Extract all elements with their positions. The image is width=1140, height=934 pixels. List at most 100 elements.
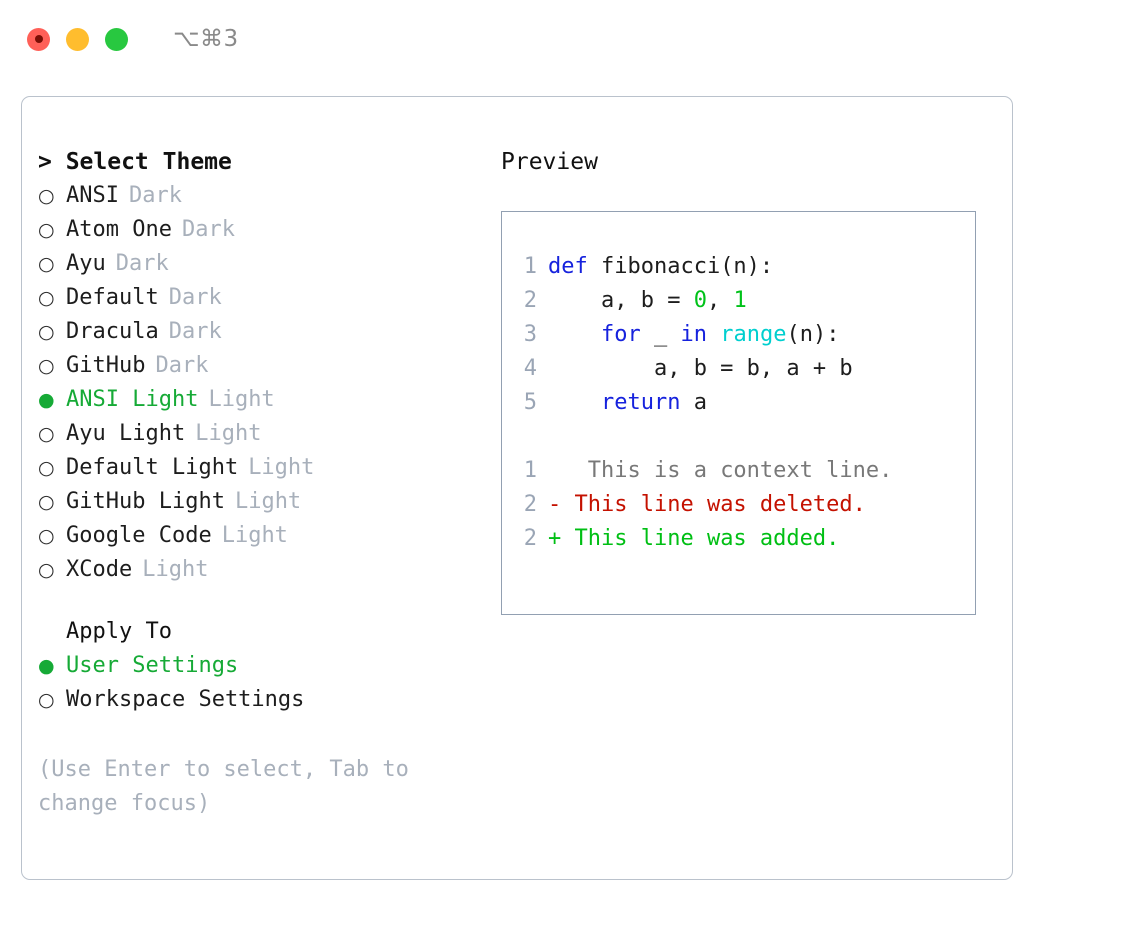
theme-option-variant: Dark <box>181 217 235 242</box>
code-token-kw: in <box>680 322 707 347</box>
code-line-number: 4 <box>523 356 537 381</box>
theme-option-ayu[interactable]: ○ Ayu Dark <box>38 247 488 281</box>
radio-selected-icon: ● <box>38 655 55 677</box>
code-token-kw: def <box>548 254 601 279</box>
section-spacer <box>38 587 488 615</box>
radio-unselected-icon: ○ <box>38 321 55 343</box>
code-line-text: a, b = b, a + b <box>548 352 853 386</box>
code-line: 5 return a <box>502 386 975 420</box>
code-token-num: 0 <box>693 288 707 313</box>
diff-line-number: 1 <box>523 458 537 483</box>
code-diff-spacer <box>502 420 975 454</box>
diff-line-del: 2- This line was deleted. <box>502 488 975 522</box>
code-token-plain <box>548 390 601 415</box>
theme-option-xcode[interactable]: ○ XCode Light <box>38 553 488 587</box>
radio-unselected-icon: ○ <box>38 559 55 581</box>
code-line-text: a, b = 0, 1 <box>548 284 747 318</box>
theme-option-ayu-light[interactable]: ○ Ayu Light Light <box>38 417 488 451</box>
code-token-plain <box>548 322 601 347</box>
preview-title: Preview <box>501 149 598 175</box>
code-line-number: 3 <box>523 322 537 347</box>
theme-option-label: ANSI Light <box>66 387 199 412</box>
apply-to-title: Apply To <box>66 619 172 644</box>
keyboard-hint-text: (Use Enter to select, Tab to change focu… <box>38 757 409 816</box>
code-token-plain <box>707 322 720 347</box>
diff-marker: + <box>548 526 562 551</box>
theme-option-variant: Light <box>208 387 275 412</box>
code-token-fn: range <box>720 322 787 347</box>
theme-option-ansi-light[interactable]: ● ANSI Light Light <box>38 383 488 417</box>
theme-option-variant: Dark <box>115 251 169 276</box>
diff-sample-block: 1 This is a context line.2- This line wa… <box>502 454 975 556</box>
theme-option-variant: Light <box>195 421 262 446</box>
page-title: > Select Theme <box>38 149 232 175</box>
radio-unselected-icon: ○ <box>38 689 55 711</box>
traffic-light-group <box>27 27 128 51</box>
code-token-plain: fibonacci(n): <box>600 254 774 279</box>
theme-option-label: Ayu Light <box>66 421 186 446</box>
code-token-num: 1 <box>733 288 747 313</box>
theme-option-variant: Light <box>234 489 302 514</box>
code-line-number: 5 <box>523 390 537 415</box>
theme-option-label: GitHub <box>66 353 146 378</box>
theme-option-label: Atom One <box>66 217 172 242</box>
code-line-number: 2 <box>523 288 537 313</box>
theme-option-label: ANSI <box>66 183 119 208</box>
radio-selected-icon: ● <box>38 389 55 411</box>
radio-unselected-icon: ○ <box>38 525 55 547</box>
code-token-plain: a <box>680 390 707 415</box>
radio-unselected-icon: ○ <box>38 423 55 445</box>
keyboard-shortcut-label: ⌥⌘3 <box>173 26 239 52</box>
diff-line-text: This line was deleted. <box>561 492 866 517</box>
code-line-text: return a <box>548 386 707 420</box>
apply-to-option-user-settings[interactable]: ● User Settings <box>38 649 488 683</box>
apply-to-option-workspace-settings[interactable]: ○ Workspace Settings <box>38 683 488 717</box>
code-token-plain: a, b = <box>548 288 694 313</box>
code-token-kw: for <box>600 322 641 347</box>
theme-option-label: Dracula <box>66 319 159 344</box>
radio-unselected-icon: ○ <box>38 253 55 275</box>
theme-option-variant: Dark <box>168 319 222 344</box>
diff-line-number: 2 <box>523 526 537 551</box>
diff-marker: - <box>548 492 562 517</box>
diff-marker <box>548 454 561 488</box>
minimize-button-icon[interactable] <box>66 27 89 51</box>
theme-option-dracula[interactable]: ○ Dracula Dark <box>38 315 488 349</box>
code-token-plain: , <box>706 288 734 313</box>
theme-option-label: Ayu <box>66 251 106 276</box>
apply-to-option-label: Workspace Settings <box>66 687 305 712</box>
preview-pane: Preview 1 def fibonacci(n): 2 a, b = 0, 1 3… <box>501 145 991 615</box>
close-button-icon[interactable] <box>27 27 50 51</box>
code-line: 4 a, b = b, a + b <box>502 352 975 386</box>
code-line-number: 1 <box>523 254 537 279</box>
apply-to-option-label: User Settings <box>66 653 239 678</box>
theme-option-atom-one[interactable]: ○ Atom One Dark <box>38 213 488 247</box>
theme-option-label: Google Code <box>66 523 212 548</box>
theme-option-variant: Light <box>221 523 288 548</box>
theme-option-variant: Light <box>248 455 315 480</box>
theme-option-variant: Light <box>142 557 209 582</box>
radio-unselected-icon: ○ <box>38 491 55 513</box>
radio-unselected-icon: ○ <box>38 219 55 241</box>
code-token-plain: a, b = b, a + b <box>548 356 853 381</box>
radio-unselected-icon: ○ <box>38 457 55 479</box>
theme-option-google-code[interactable]: ○ Google Code Light <box>38 519 488 553</box>
code-line: 1 def fibonacci(n): <box>502 250 975 284</box>
theme-option-variant: Dark <box>168 285 222 310</box>
theme-option-label: XCode <box>66 557 133 582</box>
theme-option-label: Default <box>66 285 159 310</box>
diff-line-number: 2 <box>523 492 537 517</box>
radio-unselected-icon: ○ <box>38 185 55 207</box>
diff-line-ctx: 1 This is a context line. <box>502 454 975 488</box>
maximize-button-icon[interactable] <box>105 27 128 51</box>
